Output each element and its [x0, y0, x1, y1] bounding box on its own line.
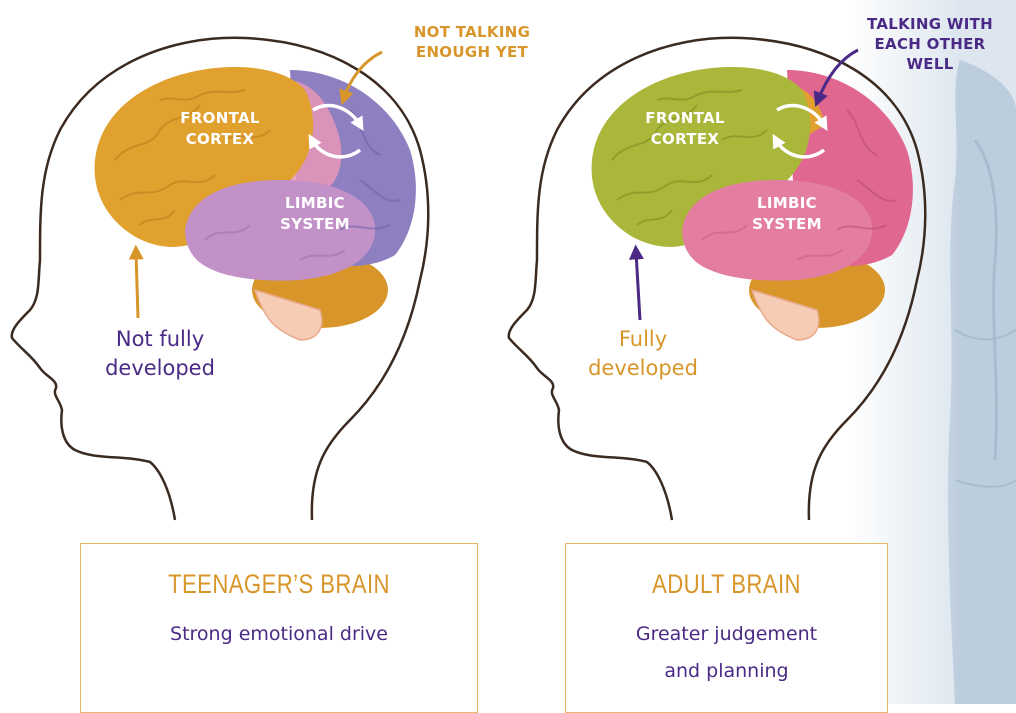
teen-callout-arrow — [339, 50, 383, 106]
teen-frontal-folds — [114, 89, 271, 226]
adult-brainstem — [750, 288, 820, 341]
teen-brainstem — [253, 288, 323, 341]
adult-card-title: ADULT BRAIN — [652, 569, 801, 599]
teen-head-outline — [10, 36, 430, 521]
teen-exchange-arrow-top — [312, 103, 364, 132]
adult-callout-arrow — [813, 48, 859, 107]
adult-head-outline — [507, 36, 927, 521]
adult-limbic-label: LIMBIC SYSTEM — [752, 194, 822, 233]
adult-development-label: Fully developed — [588, 327, 698, 380]
adult-card-subtitle: Greater judgement and planning — [635, 623, 818, 682]
adult-frontal-folds — [611, 89, 768, 226]
teen-exchange-arrow-bottom — [308, 133, 362, 159]
adult-exchange-arrow-top — [776, 103, 828, 132]
adult-frontal-label: FRONTAL CORTEX — [645, 109, 725, 148]
adult-callout-label: TALKING WITH EACH OTHER WELL — [866, 15, 994, 73]
teen-card-title: TEENAGER’S BRAIN — [168, 569, 390, 599]
teen-card-subtitle: Strong emotional drive — [170, 623, 388, 645]
adult-diagram — [507, 36, 927, 521]
teen-development-arrow — [128, 244, 144, 319]
adult-back-folds — [836, 109, 898, 231]
teen-limbic-label: LIMBIC SYSTEM — [280, 194, 350, 233]
adult-frontal-cortex — [591, 66, 811, 247]
teen-diagram — [10, 36, 430, 521]
teen-frontal-label: FRONTAL CORTEX — [180, 109, 260, 148]
teen-development-label: Not fully developed — [105, 327, 215, 380]
teen-limbic-folds — [204, 224, 346, 261]
teen-frontal-cortex — [94, 66, 314, 247]
adult-development-arrow — [628, 244, 644, 321]
teen-caption-card: TEENAGER’S BRAIN Strong emotional drive — [80, 543, 478, 713]
adult-caption-card: ADULT BRAIN Greater judgement and planni… — [565, 543, 888, 713]
teen-callout-label: NOT TALKING ENOUGH YET — [413, 23, 531, 61]
adult-exchange-arrow-bottom — [772, 133, 826, 159]
adult-limbic-folds — [701, 224, 843, 261]
